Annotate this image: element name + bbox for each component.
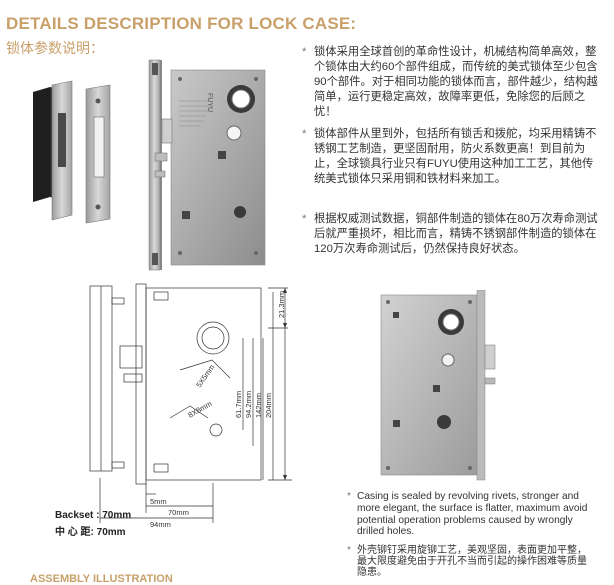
- lock-case-photo: FUYU: [33, 59, 266, 271]
- dim-label-2: 5X5mm: [194, 363, 216, 389]
- dim-label-4: 94.2mm: [244, 391, 253, 418]
- description-cn-bottom: * 外壳铆钉采用旋铆工艺，美观坚固，表面更加平整，最大限度避免由于开孔不当而引起…: [347, 545, 589, 578]
- dim-label-9: 70mm: [168, 508, 189, 517]
- spec-backset: Backset : 70mm: [55, 510, 132, 521]
- description-en-text: Casing is sealed by revolving rivets, st…: [357, 491, 588, 538]
- page-title: DETAILS DESCRIPTION FOR LOCK CASE:: [6, 14, 357, 33]
- strike-plate: [51, 80, 111, 224]
- description-cn-1: * 锁体采用全球首创的革命性设计，机械结构简单高效，整个锁体由大约60个部件组成…: [302, 45, 604, 120]
- bullet-star-icon: *: [347, 491, 351, 502]
- description-cn-2-text: 锁体部件从里到外，包括所有锁舌和拨舵，均采用精铸不锈钢工艺制造，更坚固耐用，防火…: [314, 128, 597, 185]
- page-subtitle: 锁体参数说明：: [6, 40, 104, 56]
- bullet-star-icon: *: [302, 46, 307, 58]
- dim-label-5: 142mm: [254, 393, 263, 418]
- description-cn-bottom-text: 外壳铆钉采用旋铆工艺，美观坚固，表面更加平整，最大限度避免由于开孔不当而引起的操…: [357, 545, 587, 578]
- dim-label-1: 21.3mm: [277, 291, 286, 318]
- lock-case-front-photo: [380, 290, 496, 481]
- lock-case-body: FUYU: [148, 59, 266, 271]
- bullet-star-icon: *: [347, 545, 351, 556]
- dim-label-7: 8X8mm: [187, 399, 214, 420]
- description-cn-2: * 锁体部件从里到外，包括所有锁舌和拨舵，均采用精铸不锈钢工艺制造，更坚固耐用，…: [302, 127, 604, 187]
- dim-label-6: 204mm: [264, 393, 273, 418]
- bullet-star-icon: *: [302, 128, 307, 140]
- brand-mark: FUYU: [206, 93, 213, 112]
- dimension-drawing: 21.3mm 5X5mm 61.7mm 94.2mm 142mm 204mm 8…: [89, 283, 292, 529]
- description-en: * Casing is sealed by revolving rivets, …: [347, 491, 589, 538]
- dim-label-10: 94mm: [150, 520, 171, 529]
- bullet-star-icon: *: [302, 213, 307, 225]
- spec-center-distance: 中 心 距: 70mm: [55, 527, 126, 538]
- description-cn-1-text: 锁体采用全球首创的革命性设计，机械结构简单高效，整个锁体由大约60个部件组成，而…: [314, 46, 598, 118]
- section-heading-partial: ASSEMBLY ILLUSTRATION: [30, 573, 173, 585]
- dim-label-8: 5mm: [150, 497, 167, 506]
- dim-label-3: 61.7mm: [234, 391, 243, 418]
- description-cn-3-text: 根据权威测试数据，铜部件制造的锁体在80万次寿命测试后就严重损坏，相比而言，精铸…: [314, 213, 598, 255]
- description-cn-3: * 根据权威测试数据，铜部件制造的锁体在80万次寿命测试后就严重损坏，相比而言，…: [302, 212, 604, 257]
